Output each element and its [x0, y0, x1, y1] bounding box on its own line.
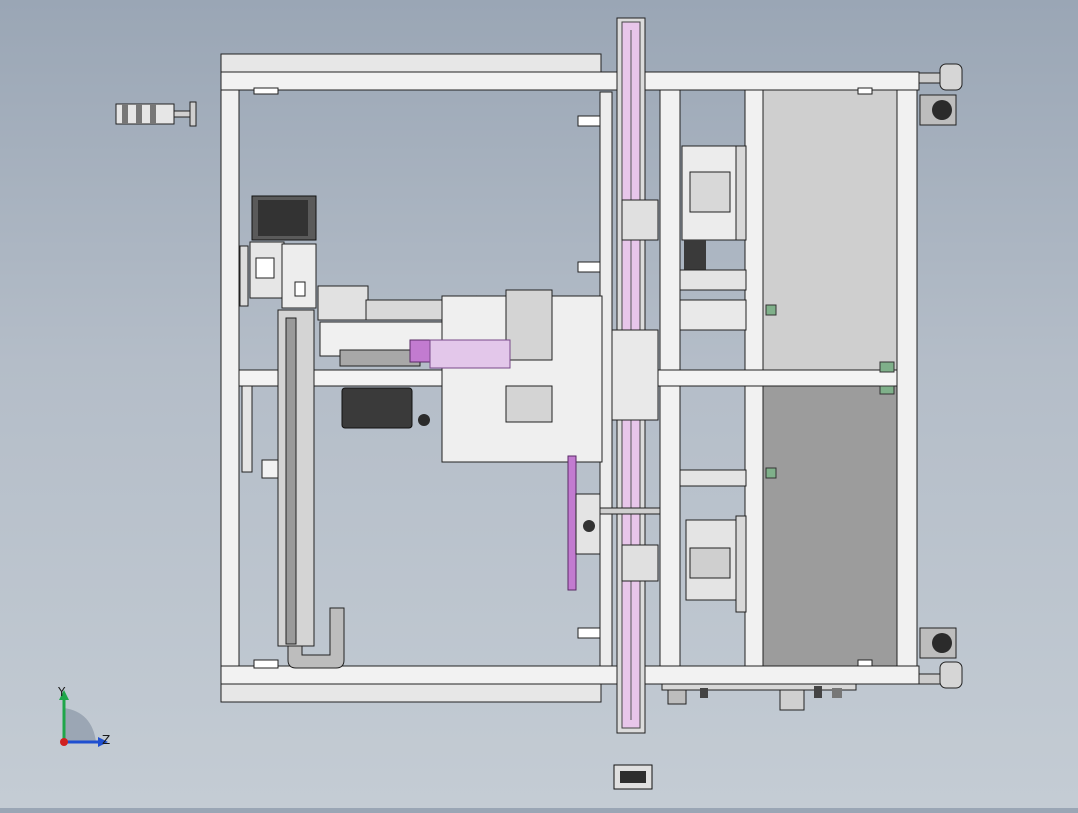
- conveyor-module: [239, 195, 603, 669]
- side-panel: [762, 89, 898, 667]
- marker-green: [765, 304, 777, 316]
- linear-rail: [599, 17, 659, 734]
- frame-left-post: [220, 89, 240, 667]
- connector-icon: [661, 683, 857, 711]
- gripper-assembly: [567, 455, 661, 591]
- marker-green: [765, 467, 777, 479]
- caster-wheel-icon: [918, 63, 963, 126]
- z-axis-label: Z: [102, 733, 110, 747]
- triad-icon: Y Z: [57, 685, 110, 747]
- frame-right-post: [896, 89, 918, 667]
- y-axis-label: Y: [57, 685, 66, 699]
- right-components: [679, 145, 747, 613]
- connector-icon: [613, 764, 653, 790]
- frame-top: [220, 53, 920, 91]
- caster-wheel-icon: [918, 627, 963, 689]
- brackets: [253, 87, 873, 669]
- signal-tower-icon: [115, 101, 197, 127]
